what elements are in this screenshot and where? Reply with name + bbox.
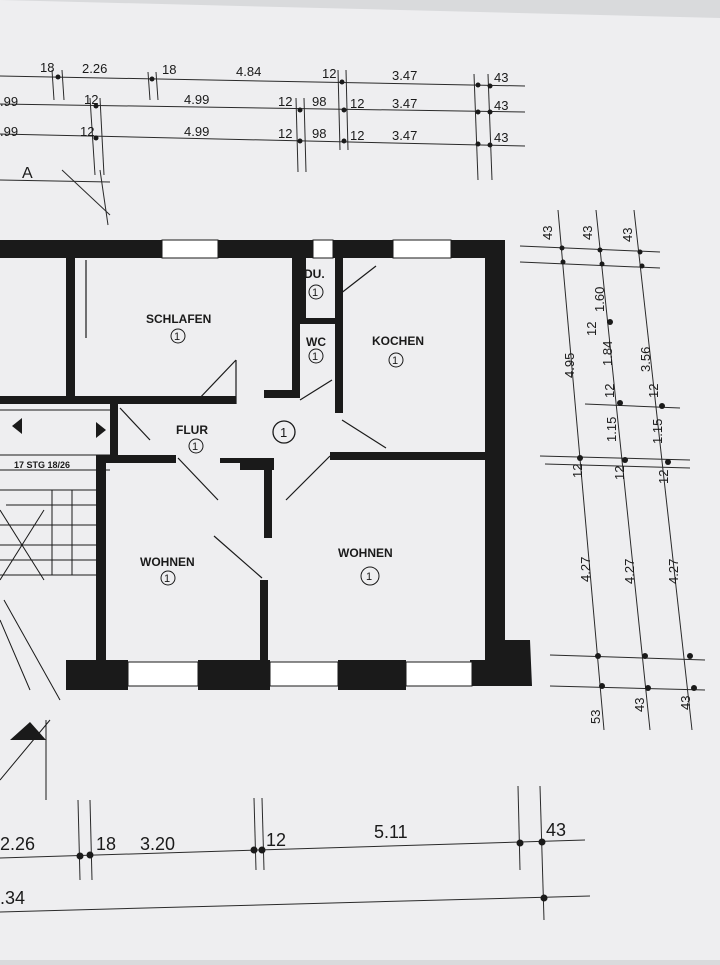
room-kochen-circle [388,352,404,368]
room-wohnen-right-name: WOHNEN [338,546,393,560]
dim-top-r3-2: 4.99 [184,124,209,139]
dim-right-c2-4: 12 [602,384,617,398]
dim-top-r1-0: 18 [40,60,54,75]
room-flur-name: FLUR [176,423,208,437]
dim-top-r2-4: 98 [312,94,326,109]
room-wohnen-right-circle [360,566,380,586]
dim-top-r2-6: 3.47 [392,96,417,111]
dim-right-c1-3: 4.27 [578,557,593,582]
dim-bottom-r1-2: 3.20 [140,834,175,854]
dim-right-c2-2: 1.60 [592,287,607,312]
dim-bottom-r1-1: 18 [96,834,116,854]
dim-top-r1-2: 18 [162,62,176,77]
dim-top-r1-6: 43 [494,70,508,85]
room-schlafen-name: SCHLAFEN [146,312,211,326]
dim-right-c2-5: 1.15 [604,417,619,442]
dim-top-r2-3: 12 [278,94,292,109]
door-swings [85,260,387,579]
room-du-circle [308,284,324,300]
room-wc-circle [308,348,324,364]
room-wohnen-left-name: WOHNEN [140,555,195,569]
top-dimension-labels: 18 2.26 18 4.84 12 3.47 43 .99 12 4.99 1… [0,60,508,182]
dim-top-r1-1: 2.26 [82,61,107,76]
dim-right-c3-1: 3.56 [638,347,653,372]
room-kochen-name: KOCHEN [372,334,424,348]
building-walls [0,239,532,690]
stair-arrow-left-icon [12,418,22,434]
dim-right-c3-4: 12 [656,470,671,484]
dim-top-r1-3: 4.84 [236,64,261,79]
room-flur-num: 1 [192,441,198,453]
dim-bottom-r1-3: 12 [266,830,286,850]
stair-label: 17 STG 18/26 [14,460,70,470]
top-dimension-dots [55,74,493,148]
dim-top-r2-5: 12 [350,96,364,111]
dim-right-c2-8: 43 [632,698,647,712]
dim-right-c2-6: 12 [612,466,627,480]
room-du-name: DU. [304,267,325,281]
top-dimension-lines [0,69,526,226]
dim-top-r1-4: 12 [322,66,336,81]
dim-right-c2-0: 43 [580,226,595,240]
dim-right-c1-4: 53 [588,710,603,724]
bottom-dimension-labels: 2.26 18 3.20 12 5.11 43 .34 [0,820,566,908]
room-labels: DU. 1 SCHLAFEN 1 WC 1 KOCHEN 1 FLUR 1 1 … [140,267,424,586]
dim-bottom-r1-5: 43 [546,820,566,840]
dim-top-r2-2: 4.99 [184,92,209,107]
stair-arrow-right-icon [96,422,106,438]
dim-top-r3-7: 43 [494,130,508,145]
room-wohnen-left-circle [160,570,176,586]
room-flur-main-num: 1 [280,425,287,440]
right-dimension-labels: 43 4.95 12 4.27 53 43 12 1.60 1.84 12 1.… [540,226,693,724]
room-wc-name: WC [306,335,326,349]
right-dimension-dots [559,245,697,691]
dim-top-r3-0: .99 [0,124,18,139]
dim-right-c2-1: 12 [584,322,599,336]
dim-right-c3-0: 43 [620,228,635,242]
dim-right-c2-7: 4.27 [622,559,637,584]
bottom-dimension-dots [76,838,548,902]
dim-top-r2-0: .99 [0,94,18,109]
dim-top-r1-5: 3.47 [392,68,417,83]
room-flur-circle [188,438,204,454]
dim-top-r3-5: 12 [350,128,364,143]
north-triangle-icon [10,722,46,740]
room-wohnen-left-num: 1 [164,573,170,585]
dim-top-r3-4: 98 [312,126,326,141]
room-kochen-num: 1 [392,355,398,367]
section-marker: A [22,165,33,182]
dim-right-c1-0: 43 [540,226,555,240]
dim-right-c1-1: 4.95 [562,353,577,378]
dim-bottom-r1-4: 5.11 [374,822,408,842]
room-schlafen-num: 1 [174,331,180,343]
room-schlafen-circle [170,328,186,344]
dim-right-c3-2: 12 [646,384,661,398]
room-wc-num: 1 [312,351,318,363]
dim-bottom-r2-0: .34 [0,888,25,908]
dim-top-r2-1: 12 [84,92,98,107]
dim-right-c2-3: 1.84 [600,341,615,366]
stairwell [0,409,118,800]
dim-right-c3-5: 4.27 [666,559,681,584]
room-du-num: 1 [312,287,318,299]
dim-right-c3-3: 1.15 [650,419,665,444]
right-dimension-lines [519,209,706,731]
dim-top-r3-1: 12 [80,124,94,139]
dim-top-r2-7: 43 [494,98,508,113]
room-flur-main-circle [272,420,296,444]
dim-top-r3-6: 3.47 [392,128,417,143]
dim-right-c3-6: 43 [678,696,693,710]
dim-bottom-r1-0: 2.26 [0,834,35,854]
dim-top-r3-3: 12 [278,126,292,141]
dim-right-c1-2: 12 [570,464,585,478]
room-wohnen-right-num: 1 [366,571,372,583]
